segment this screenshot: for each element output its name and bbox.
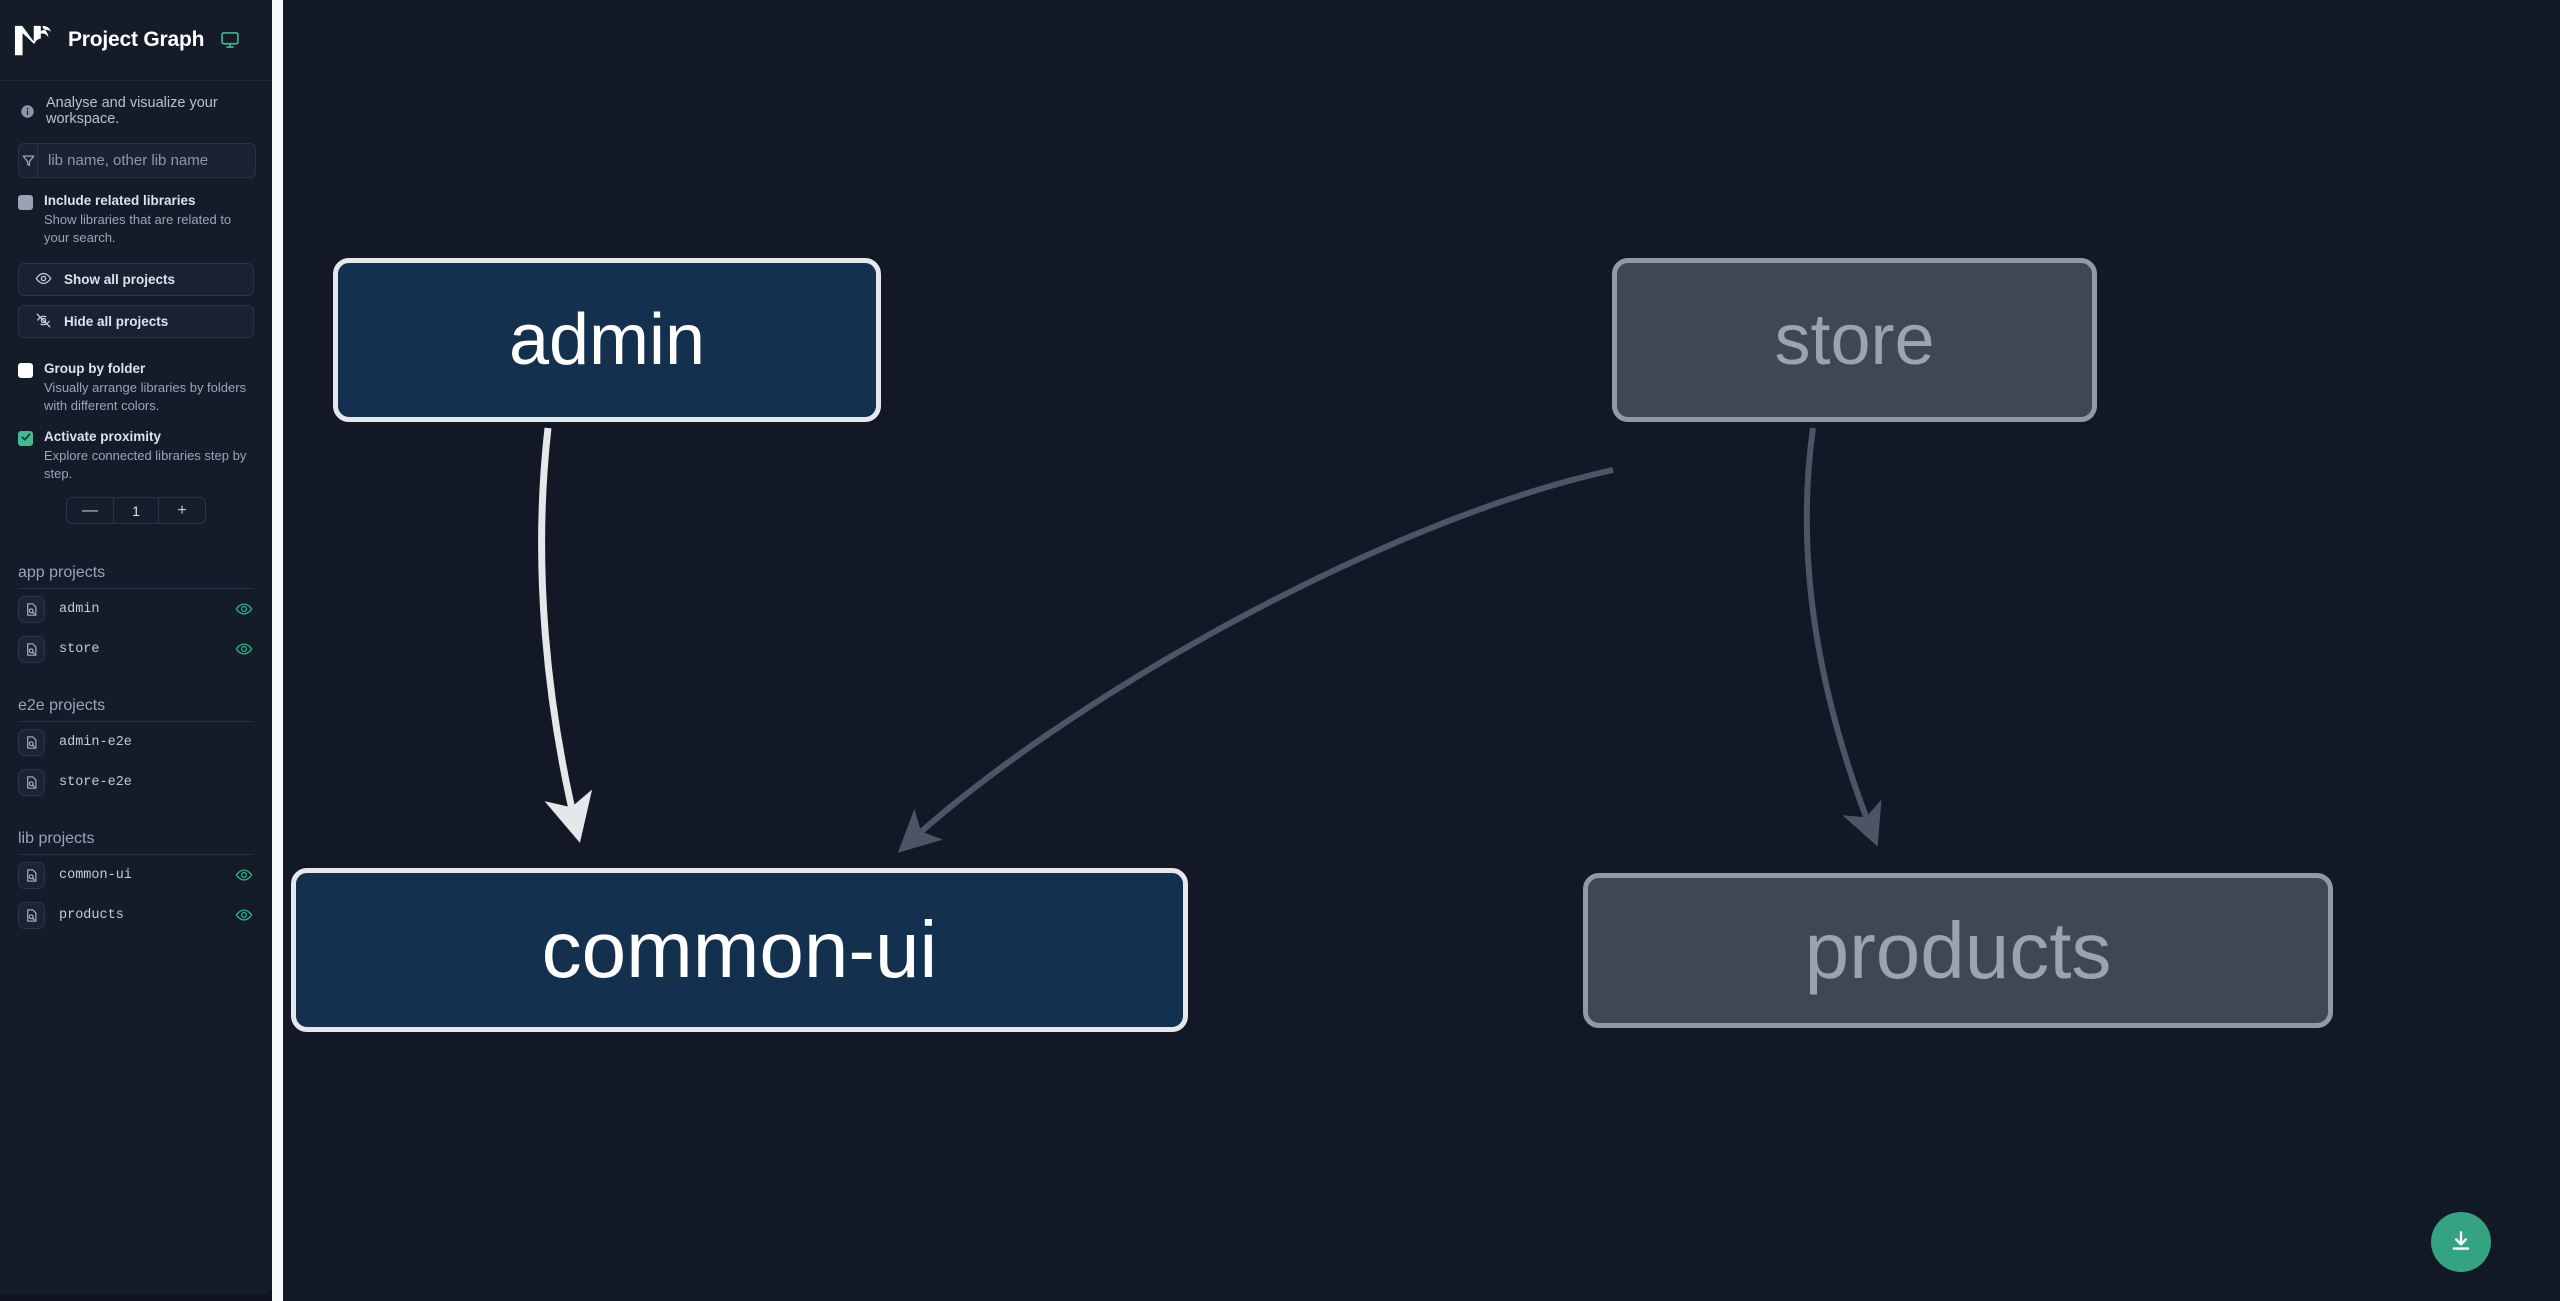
include-related-libraries-label: Include related libraries	[44, 193, 196, 208]
toggle-visibility-eye-icon[interactable]	[234, 905, 254, 925]
hide-all-projects-label: Hide all projects	[64, 314, 169, 330]
project-file-icon	[18, 595, 45, 623]
proximity-increment-button[interactable]: +	[159, 498, 205, 523]
toggle-visibility-eye-icon[interactable]	[234, 639, 254, 659]
proximity-stepper-wrap: — 1 +	[0, 483, 272, 525]
edge-store-to-products	[1803, 427, 1882, 847]
project-list-item-admin[interactable]: admin	[18, 589, 254, 629]
project-group-e2e-projects: e2e projects admin-e2e store-e2e	[0, 697, 272, 802]
activate-proximity-description: Explore connected libraries step by step…	[44, 448, 247, 482]
project-list-item-products[interactable]: products	[18, 895, 254, 935]
visibility-buttons: Show all projects Hide all projects	[0, 247, 272, 339]
group-by-folder-description: Visually arrange libraries by folders wi…	[44, 380, 247, 414]
activate-proximity-label: Activate proximity	[44, 429, 162, 445]
show-all-projects-label: Show all projects	[64, 272, 176, 288]
checkmark-icon	[20, 430, 32, 448]
graph-node-products[interactable]: products	[1583, 873, 2333, 1028]
proximity-decrement-button[interactable]: —	[67, 498, 113, 523]
search-filter-box[interactable]	[18, 143, 256, 178]
tagline-row: Analyse and visualize your workspace.	[0, 81, 272, 137]
group-by-folder-label: Group by folder	[44, 361, 146, 377]
edge-store-to-common-ui	[897, 467, 1614, 853]
edge-admin-to-common-ui	[538, 427, 593, 843]
activate-proximity-checkbox[interactable]	[18, 430, 33, 448]
sidebar-header: Project Graph	[0, 0, 272, 81]
include-related-libraries-checkbox[interactable]	[18, 195, 33, 210]
sidebar-resize-handle[interactable]	[272, 0, 283, 1301]
graph-node-label: admin	[508, 300, 706, 380]
graph-node-label: products	[1804, 905, 2112, 995]
sidebar: Project Graph Analyse and visualize your…	[0, 0, 272, 1295]
project-list-item-admin-e2e[interactable]: admin-e2e	[18, 722, 254, 762]
project-list-item-store-e2e[interactable]: store-e2e	[18, 762, 254, 802]
project-file-icon	[18, 861, 45, 889]
project-name-label: common-ui	[59, 867, 132, 883]
group-by-folder-checkbox[interactable]	[18, 363, 33, 379]
graph-node-store[interactable]: store	[1612, 258, 2097, 422]
toggle-visibility-eye-icon[interactable]	[234, 865, 254, 885]
eye-icon	[35, 270, 52, 290]
project-name-label: admin	[59, 601, 100, 617]
filter-funnel-icon	[19, 144, 38, 177]
include-related-libraries-description: Show libraries that are related to your …	[44, 212, 232, 246]
graph-edges-layer	[538, 427, 1882, 853]
option-activate-proximity[interactable]: Activate proximity Explore connected lib…	[0, 415, 272, 483]
option-include-related-libraries[interactable]: Include related libraries Show libraries…	[0, 178, 272, 247]
graph-node-common-ui[interactable]: common-ui	[291, 868, 1188, 1032]
option-group-by-folder[interactable]: Group by folder Visually arrange librari…	[0, 338, 272, 415]
project-file-icon	[18, 728, 45, 756]
tagline-text: Analyse and visualize your workspace.	[46, 95, 218, 127]
eye-off-icon	[35, 312, 52, 332]
project-name-label: products	[59, 907, 124, 923]
project-name-label: store	[59, 641, 100, 657]
toggle-visibility-eye-icon[interactable]	[234, 599, 254, 619]
info-icon	[20, 104, 35, 119]
show-all-projects-button[interactable]: Show all projects	[18, 263, 254, 297]
hide-all-projects-button[interactable]: Hide all projects	[18, 305, 254, 339]
graph-node-label: common-ui	[541, 905, 938, 994]
nx-logo-icon	[14, 23, 52, 57]
project-group-app-projects: app projects admin store	[0, 564, 272, 669]
proximity-stepper[interactable]: — 1 +	[66, 497, 206, 525]
proximity-value: 1	[113, 498, 159, 524]
project-group-title: app projects	[18, 564, 254, 590]
graph-node-label: store	[1774, 300, 1935, 380]
project-file-icon	[18, 901, 45, 929]
project-file-icon	[18, 768, 45, 796]
graph-canvas[interactable]: admin store common-ui products	[283, 0, 2560, 1301]
project-file-icon	[18, 635, 45, 663]
filter-section	[0, 137, 272, 178]
download-icon	[2448, 1228, 2474, 1257]
graph-node-admin[interactable]: admin	[333, 258, 881, 422]
project-group-title: e2e projects	[18, 697, 254, 723]
monitor-icon[interactable]	[220, 30, 240, 50]
search-input[interactable]	[38, 144, 255, 177]
project-group-title: lib projects	[18, 830, 254, 856]
project-groups: app projects admin store e2e projects admin-…	[0, 564, 272, 935]
project-group-lib-projects: lib projects common-ui products	[0, 830, 272, 935]
page-title: Project Graph	[68, 28, 205, 51]
project-name-label: admin-e2e	[59, 734, 132, 750]
project-list-item-store[interactable]: store	[18, 629, 254, 669]
download-graph-button[interactable]	[2431, 1212, 2491, 1272]
project-name-label: store-e2e	[59, 774, 132, 790]
project-list-item-common-ui[interactable]: common-ui	[18, 855, 254, 895]
